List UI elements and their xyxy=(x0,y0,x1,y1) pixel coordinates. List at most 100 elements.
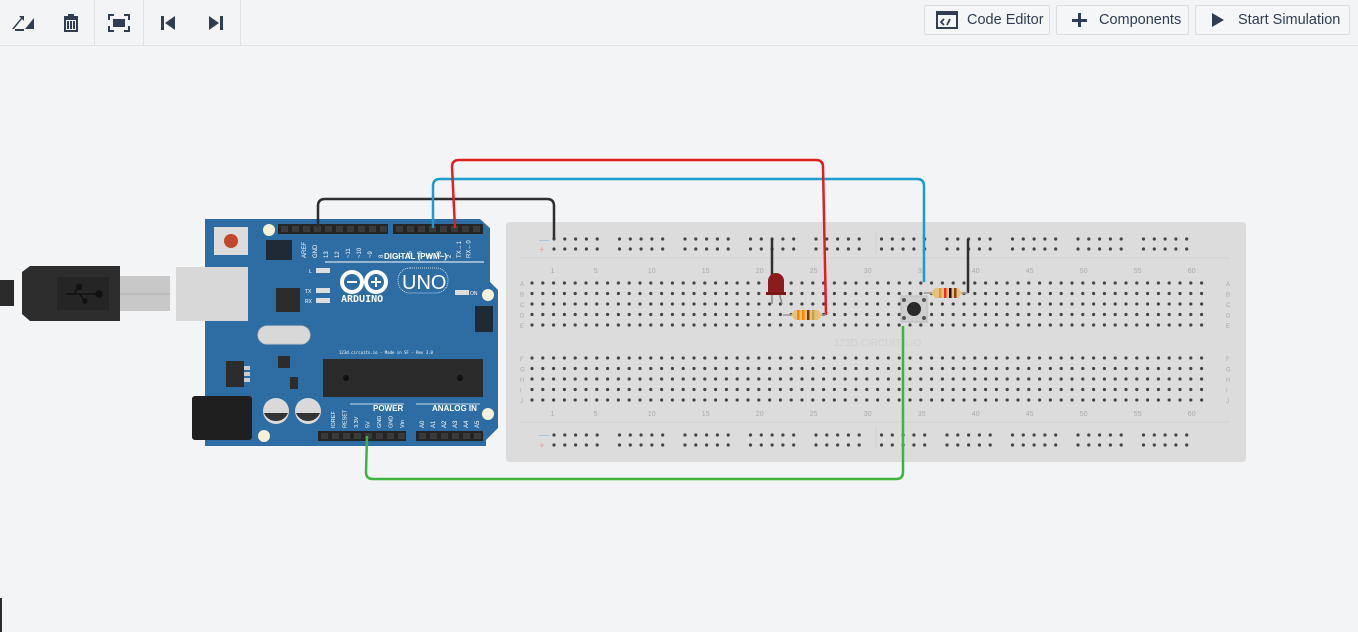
rail-hole[interactable] xyxy=(825,433,829,437)
breadboard-hole[interactable] xyxy=(606,356,610,360)
rail-hole[interactable] xyxy=(715,247,720,251)
breadboard-hole[interactable] xyxy=(1178,312,1182,317)
rail-hole[interactable] xyxy=(1054,247,1058,251)
rail-hole[interactable] xyxy=(748,433,753,437)
breadboard-hole[interactable] xyxy=(897,366,901,371)
breadboard-hole[interactable] xyxy=(735,302,739,306)
breadboard-hole[interactable] xyxy=(703,377,707,381)
breadboard-hole[interactable] xyxy=(1200,323,1204,327)
breadboard-hole[interactable] xyxy=(660,356,664,360)
breadboard-hole[interactable] xyxy=(994,281,999,285)
breadboard-hole[interactable] xyxy=(595,302,599,306)
breadboard-hole[interactable] xyxy=(1038,356,1042,360)
breadboard-hole[interactable] xyxy=(703,356,707,360)
breadboard-hole[interactable] xyxy=(940,356,945,360)
breadboard-hole[interactable] xyxy=(1081,356,1085,360)
breadboard-hole[interactable] xyxy=(951,302,955,306)
step-back-button[interactable] xyxy=(144,0,192,45)
breadboard-hole[interactable] xyxy=(800,281,804,285)
rail-hole[interactable] xyxy=(879,247,884,251)
rail-hole[interactable] xyxy=(563,443,567,447)
rail-hole[interactable] xyxy=(1054,443,1058,447)
resistor-1[interactable] xyxy=(783,310,826,320)
rail-hole[interactable] xyxy=(759,247,763,251)
resistor-2[interactable] xyxy=(924,288,968,298)
breadboard-hole[interactable] xyxy=(1059,281,1063,285)
breadboard-hole[interactable] xyxy=(1038,291,1042,296)
breadboard-hole[interactable] xyxy=(714,302,718,306)
rail-hole[interactable] xyxy=(639,247,643,251)
breadboard-hole[interactable] xyxy=(1178,377,1182,381)
rail-hole[interactable] xyxy=(792,237,796,241)
breadboard-hole[interactable] xyxy=(1113,398,1117,402)
breadboard-hole[interactable] xyxy=(703,302,707,306)
breadboard-hole[interactable] xyxy=(735,281,739,285)
rail-hole[interactable] xyxy=(584,247,589,251)
breadboard-hole[interactable] xyxy=(670,398,675,402)
rail-hole[interactable] xyxy=(988,443,992,447)
breadboard-hole[interactable] xyxy=(1146,291,1150,296)
breadboard-hole[interactable] xyxy=(1027,323,1031,327)
breadboard-hole[interactable] xyxy=(616,312,621,317)
breadboard-hole[interactable] xyxy=(1189,281,1193,285)
breadboard-hole[interactable] xyxy=(584,281,588,285)
rail-hole[interactable] xyxy=(705,237,709,241)
breadboard-hole[interactable] xyxy=(714,312,718,317)
breadboard-hole[interactable] xyxy=(1016,312,1020,317)
breadboard-hole[interactable] xyxy=(1092,291,1096,296)
breadboard-hole[interactable] xyxy=(1146,377,1150,381)
breadboard-hole[interactable] xyxy=(876,291,880,296)
header-pin-slot[interactable] xyxy=(430,433,437,439)
breadboard-hole[interactable] xyxy=(1178,387,1182,392)
breadboard-hole[interactable] xyxy=(854,387,858,392)
breadboard-hole[interactable] xyxy=(1135,387,1139,392)
breadboard-hole[interactable] xyxy=(1038,281,1042,285)
breadboard-hole[interactable] xyxy=(897,302,901,306)
rail-hole[interactable] xyxy=(759,433,763,437)
breadboard-hole[interactable] xyxy=(994,356,999,360)
breadboard-hole[interactable] xyxy=(832,387,837,392)
header-pin-slot[interactable] xyxy=(343,433,350,439)
rail-hole[interactable] xyxy=(814,443,818,447)
breadboard-hole[interactable] xyxy=(1016,398,1020,402)
breadboard-hole[interactable] xyxy=(1200,281,1204,285)
breadboard-hole[interactable] xyxy=(940,312,945,317)
breadboard-hole[interactable] xyxy=(757,291,761,296)
breadboard-hole[interactable] xyxy=(757,312,761,317)
breadboard-hole[interactable] xyxy=(951,377,955,381)
rail-hole[interactable] xyxy=(650,443,654,447)
rail-hole[interactable] xyxy=(748,443,753,447)
breadboard-hole[interactable] xyxy=(800,366,804,371)
rail-hole[interactable] xyxy=(1087,237,1091,241)
breadboard-hole[interactable] xyxy=(768,387,772,392)
rail-hole[interactable] xyxy=(836,247,840,251)
rail-hole[interactable] xyxy=(1098,433,1102,437)
rail-hole[interactable] xyxy=(1010,433,1015,437)
rail-hole[interactable] xyxy=(857,247,861,251)
breadboard-hole[interactable] xyxy=(606,387,610,392)
breadboard-hole[interactable] xyxy=(1005,281,1009,285)
rail-hole[interactable] xyxy=(879,443,884,447)
breadboard-hole[interactable] xyxy=(919,398,923,402)
rail-hole[interactable] xyxy=(857,433,861,437)
breadboard-hole[interactable] xyxy=(811,323,815,327)
breadboard-hole[interactable] xyxy=(638,323,642,327)
rail-hole[interactable] xyxy=(956,433,960,437)
breadboard-hole[interactable] xyxy=(681,356,685,360)
header-pin-slot[interactable] xyxy=(473,226,480,232)
breadboard-hole[interactable] xyxy=(530,387,534,392)
rail-hole[interactable] xyxy=(1108,433,1112,437)
breadboard-hole[interactable] xyxy=(1178,291,1182,296)
rail-hole[interactable] xyxy=(901,237,905,241)
rail-hole[interactable] xyxy=(617,443,622,447)
breadboard-hole[interactable] xyxy=(724,356,729,360)
breadboard-hole[interactable] xyxy=(692,377,696,381)
breadboard-hole[interactable] xyxy=(1178,366,1182,371)
breadboard-hole[interactable] xyxy=(1005,356,1009,360)
breadboard-hole[interactable] xyxy=(595,398,599,402)
breadboard-hole[interactable] xyxy=(573,281,577,285)
breadboard-hole[interactable] xyxy=(703,291,707,296)
breadboard-hole[interactable] xyxy=(1113,387,1117,392)
breadboard-hole[interactable] xyxy=(606,281,610,285)
